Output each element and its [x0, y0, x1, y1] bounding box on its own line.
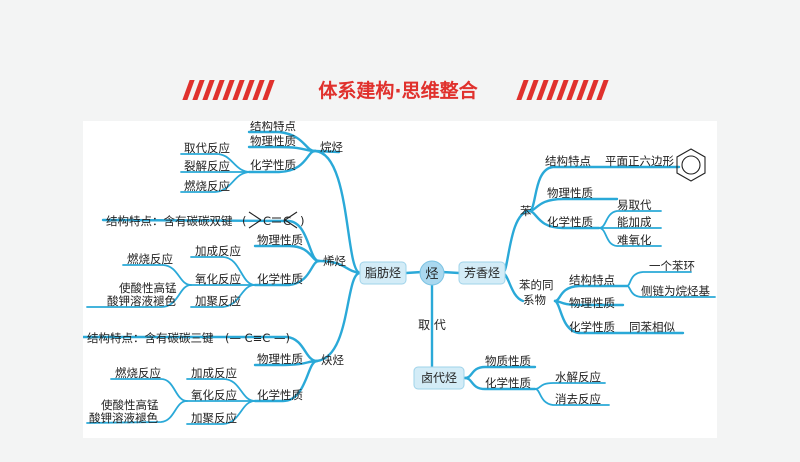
alkene-reaction-1: 加成反应: [195, 244, 241, 258]
aromatic-node: 芳香烃: [458, 261, 506, 285]
header-title: 体系建构·思维整合: [318, 80, 478, 102]
aromatic-label: 芳香烃: [464, 266, 500, 280]
alkene-label: 烯烃: [323, 254, 346, 268]
alkane-reaction-1: 取代反应: [184, 141, 230, 155]
alkyne-oxidation-2a: 使酸性高锰: [101, 398, 159, 412]
alkane-structure: 结构特点: [250, 121, 296, 133]
double-bond-formula: ( C C ): [242, 211, 305, 229]
aliphatic-node: 脂肪烃: [359, 261, 407, 285]
homologues-label-2: 系物: [523, 293, 546, 307]
alkyne-chemical: 化学性质: [257, 388, 303, 402]
alkyne-oxidation-1: 燃烧反应: [115, 366, 161, 380]
benzene-reaction-2: 能加成: [617, 215, 652, 229]
alkene-reaction-2: 氧化反应: [195, 272, 241, 286]
center-circle: [419, 260, 445, 286]
benzene-ring-icon: [676, 148, 706, 182]
homologues-structure-value-1: 一个苯环: [649, 259, 695, 273]
substitution-label: 取 代: [418, 318, 446, 332]
mind-map-panel: 烃 取 代 脂肪烃 芳香烃 卤代烃 烷烃 结构特点 物理性质 化学性质 取代反应…: [83, 121, 717, 438]
benzene-label: 苯: [520, 204, 532, 218]
alkyne-reaction-2: 氧化反应: [191, 388, 237, 402]
alkane-branch: 烷烃 结构特点 物理性质 化学性质 取代反应 裂解反应 燃烧反应: [184, 121, 343, 193]
homologues-physical: 物理性质: [569, 296, 615, 310]
svg-text:): ): [300, 214, 305, 228]
connectors: [83, 130, 716, 425]
alkyne-oxidation-2b: 酸钾溶液褪色: [89, 411, 158, 425]
benzene-structure: 结构特点: [545, 154, 591, 168]
alkane-chemical: 化学性质: [250, 158, 296, 172]
halo-reaction-2: 消去反应: [555, 392, 601, 406]
svg-text:C: C: [263, 214, 271, 228]
alkyne-reaction-1: 加成反应: [191, 366, 237, 380]
alkene-oxidation-2b: 酸钾溶液褪色: [107, 294, 176, 308]
benzene-branch: 苯 结构特点 平面正六边形 物理性质 化学性质 易取代 能加成 难氧化: [520, 148, 706, 247]
alkyne-branch: 炔烃 结构特点：含有碳碳三键 (— C≡C —) 物理性质 化学性质 加成反应 …: [87, 331, 344, 425]
alkene-oxidation-2a: 使酸性高锰: [119, 281, 177, 295]
svg-text:C: C: [283, 214, 291, 228]
header-stripes-left: [182, 80, 276, 100]
halo-chemical: 化学性质: [485, 376, 531, 390]
halo-node: 卤代烃: [413, 366, 465, 390]
alkene-structure: 结构特点：含有碳碳双键: [106, 214, 233, 228]
benzene-structure-value: 平面正六边形: [605, 154, 674, 168]
alkane-physical: 物理性质: [250, 134, 296, 148]
section-header: 体系建构·思维整合: [182, 76, 610, 106]
halo-reaction-1: 水解反应: [555, 370, 601, 384]
alkyne-structure: 结构特点：含有碳碳三键: [87, 331, 214, 345]
homologues-chemical: 化学性质: [569, 320, 615, 334]
homologues-branch: 苯的同 系物 结构特点 一个苯环 侧链为烷烃基 物理性质 化学性质 同苯相似: [519, 259, 710, 334]
halo-branch: 物质性质 化学性质 水解反应 消去反应: [485, 354, 601, 406]
center-label: 烃: [425, 267, 438, 282]
center-node: 烃: [419, 260, 445, 286]
homologues-label-1: 苯的同: [519, 278, 554, 292]
alkyne-bond-formula: (— C≡C —): [225, 331, 290, 345]
alkene-reaction-3: 加聚反应: [195, 294, 241, 308]
benzene-reaction-3: 难氧化: [617, 233, 652, 247]
alkene-oxidation-1: 燃烧反应: [127, 252, 173, 266]
homologues-chemical-value: 同苯相似: [629, 320, 675, 334]
header-stripes-right: [516, 80, 610, 100]
benzene-reaction-1: 易取代: [617, 198, 652, 212]
svg-text:(: (: [242, 214, 247, 228]
alkene-physical: 物理性质: [257, 233, 303, 247]
alkane-reaction-2: 裂解反应: [184, 159, 230, 173]
alkyne-label: 炔烃: [321, 353, 344, 367]
mind-map: 烃 取 代 脂肪烃 芳香烃 卤代烃 烷烃 结构特点 物理性质 化学性质 取代反应…: [83, 121, 716, 425]
alkene-branch: 烯烃 结构特点：含有碳碳双键 ( C C ) 物理性质 化学性质 加成反应 氧化…: [106, 211, 346, 308]
halo-label: 卤代烃: [421, 371, 457, 385]
alkene-chemical: 化学性质: [257, 272, 303, 286]
alkyne-physical: 物理性质: [257, 352, 303, 366]
benzene-physical: 物理性质: [547, 186, 593, 200]
aliphatic-label: 脂肪烃: [365, 265, 401, 280]
homologues-structure-value-2: 侧链为烷烃基: [641, 284, 710, 298]
alkane-reaction-3: 燃烧反应: [184, 179, 230, 193]
homologues-structure: 结构特点: [569, 273, 615, 287]
benzene-chemical: 化学性质: [547, 215, 593, 229]
alkyne-reaction-3: 加聚反应: [191, 411, 237, 425]
halo-physical: 物质性质: [485, 354, 531, 368]
alkane-label: 烷烃: [320, 140, 343, 154]
